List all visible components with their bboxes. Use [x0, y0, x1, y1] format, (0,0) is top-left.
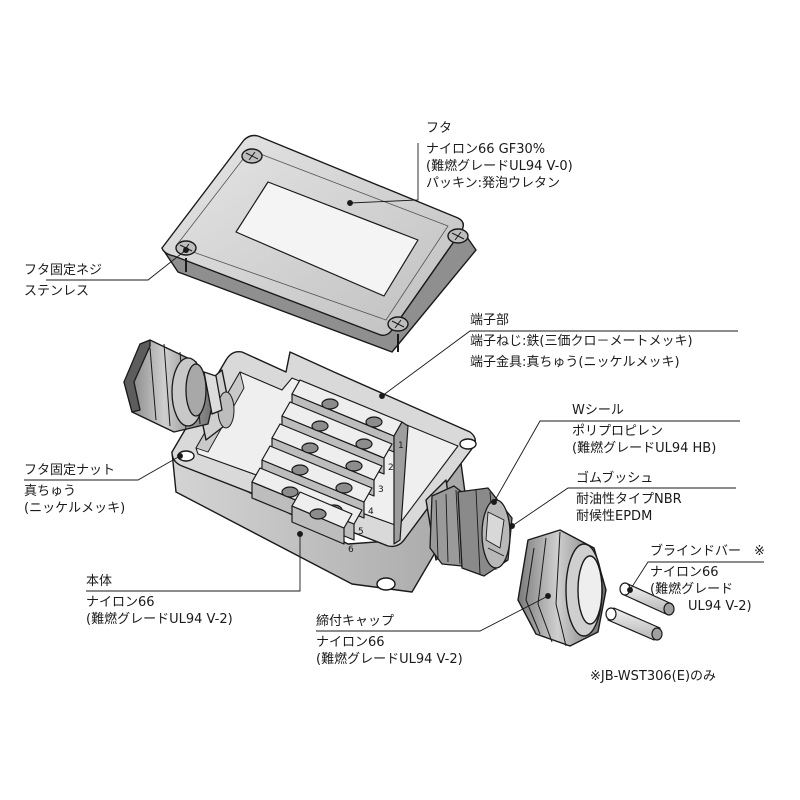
left-cable-gland: [123, 339, 223, 433]
tightening-cap: [517, 529, 607, 647]
label-title: ゴムブッシュ: [576, 471, 654, 486]
label-title: 締付キャップ: [316, 614, 395, 629]
label-lid: フタ ナイロン66 GF30% (難燃グレードUL94 V-0) パッキン:発泡…: [426, 120, 573, 192]
label-line: (難燃グレードUL94 V-0): [426, 159, 573, 174]
label-line: 端子ねじ:鉄(三価クロ－メートメッキ): [470, 334, 693, 349]
label-cap: 締付キャップ ナイロン66 (難燃グレードUL94 V-2): [316, 613, 463, 668]
label-line: ステンレス: [24, 284, 90, 299]
lid-screw-group: [175, 148, 469, 332]
terminal-number: 2: [388, 463, 394, 473]
label-title: フタ固定ナット: [24, 463, 116, 478]
label-line: UL94 V-2): [688, 599, 752, 614]
terminal-number: 6: [348, 545, 354, 555]
blind-bars: [605, 582, 675, 641]
footnote: ※JB-WST306(E)のみ: [590, 669, 717, 684]
label-line: ナイロン66: [86, 595, 155, 610]
label-title: フタ: [426, 121, 453, 136]
label-title: Wシール: [572, 403, 624, 418]
label-w-seal: Wシール ポリプロピレン (難燃グレードUL94 HB): [572, 402, 716, 457]
lid: [161, 134, 477, 353]
label-line: 端子金具:真ちゅう(ニッケルメッキ): [470, 355, 680, 370]
label-line: 真ちゅう: [24, 484, 77, 499]
label-title: ブラインドバー ※: [650, 544, 765, 559]
terminal-number: 5: [358, 527, 364, 537]
label-rubber-bush: ゴムブッシュ 耐油性タイプNBR 耐候性EPDM: [576, 470, 682, 525]
label-line: (難燃グレードUL94 HB): [572, 441, 717, 456]
label-line: ナイロン66: [316, 635, 385, 650]
leader-lines: [24, 143, 764, 632]
label-blind-bar: ブラインドバー ※ ナイロン66 (難燃グレード UL94 V-2): [650, 543, 765, 615]
label-terminal: 端子部 端子ねじ:鉄(三価クロ－メートメッキ) 端子金具:真ちゅう(ニッケルメッ…: [470, 312, 693, 371]
terminal-numbers: 1 2 3 4 5 6: [348, 441, 404, 555]
label-line: (難燃グレードUL94 V-2): [86, 612, 233, 627]
terminal-number: 3: [378, 485, 384, 495]
label-title: フタ固定ネジ: [24, 263, 103, 278]
label-line: ポリプロピレン: [572, 424, 664, 439]
right-cable-gland: [429, 485, 513, 577]
label-line: (難燃グレード: [650, 582, 734, 597]
label-lid-screw: フタ固定ネジ ステンレス: [24, 262, 102, 300]
label-title: 本体: [86, 574, 113, 589]
label-lid-nut: フタ固定ナット 真ちゅう (ニッケルメッキ): [24, 462, 125, 517]
label-line: (ニッケルメッキ): [24, 501, 126, 516]
label-line: 耐候性EPDM: [576, 509, 653, 524]
terminal-number: 1: [398, 441, 404, 451]
terminal-number: 4: [368, 507, 374, 517]
label-body: 本体 ナイロン66 (難燃グレードUL94 V-2): [86, 573, 233, 628]
label-line: (難燃グレードUL94 V-2): [316, 652, 463, 667]
label-line: ナイロン66: [650, 565, 719, 580]
label-line: 耐油性タイプNBR: [576, 492, 682, 507]
terminal-block: [251, 379, 409, 545]
label-line: パッキン:発泡ウレタン: [426, 176, 560, 191]
label-title: 端子部: [470, 313, 510, 328]
label-line: ナイロン66 GF30%: [426, 142, 546, 157]
